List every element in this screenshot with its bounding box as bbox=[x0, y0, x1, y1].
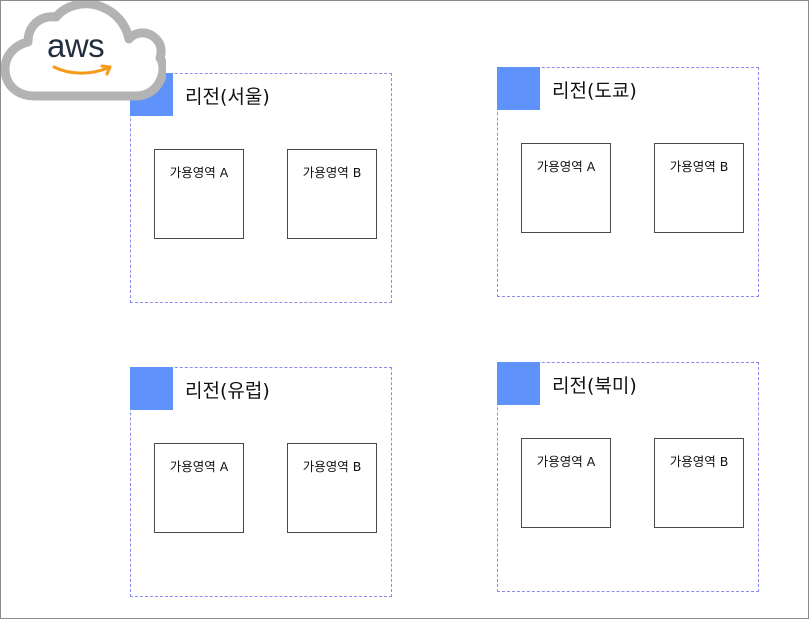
availability-zone-b: 가용영역 B bbox=[654, 143, 744, 233]
region-label: 리전(북미) bbox=[552, 375, 637, 397]
region-label: 리전(서울) bbox=[185, 86, 270, 108]
region-europe: 리전(유럽) 가용영역 A 가용영역 B bbox=[130, 367, 392, 597]
availability-zone-label: 가용영역 A bbox=[169, 459, 229, 474]
availability-zone-b: 가용영역 B bbox=[287, 149, 377, 239]
aws-smile-icon bbox=[52, 64, 112, 76]
availability-zone-a: 가용영역 A bbox=[521, 143, 611, 233]
availability-zone-b: 가용영역 B bbox=[654, 438, 744, 528]
availability-zone-label: 가용영역 B bbox=[302, 165, 362, 180]
availability-zone-a: 가용영역 A bbox=[154, 443, 244, 533]
availability-zone-label: 가용영역 A bbox=[536, 454, 596, 469]
availability-zone-a: 가용영역 A bbox=[521, 438, 611, 528]
availability-zone-b: 가용영역 B bbox=[287, 443, 377, 533]
region-icon bbox=[130, 367, 173, 410]
availability-zone-label: 가용영역 B bbox=[302, 459, 362, 474]
region-icon bbox=[497, 362, 540, 405]
region-seoul: 리전(서울) 가용영역 A 가용영역 B bbox=[130, 73, 392, 303]
aws-logo-text: aws bbox=[47, 27, 105, 64]
availability-zone-label: 가용영역 B bbox=[669, 159, 729, 174]
region-tokyo: 리전(도쿄) 가용영역 A 가용영역 B bbox=[497, 67, 759, 297]
region-label: 리전(도쿄) bbox=[552, 80, 637, 102]
cloud-outline-icon bbox=[1, 1, 166, 101]
region-label: 리전(유럽) bbox=[185, 380, 270, 402]
availability-zone-label: 가용영역 B bbox=[669, 454, 729, 469]
availability-zone-label: 가용영역 A bbox=[536, 159, 596, 174]
availability-zone-a: 가용영역 A bbox=[154, 149, 244, 239]
aws-cloud-icon: aws bbox=[1, 1, 166, 104]
region-north-america: 리전(북미) 가용영역 A 가용영역 B bbox=[497, 362, 759, 592]
availability-zone-label: 가용영역 A bbox=[169, 165, 229, 180]
region-icon bbox=[497, 67, 540, 110]
